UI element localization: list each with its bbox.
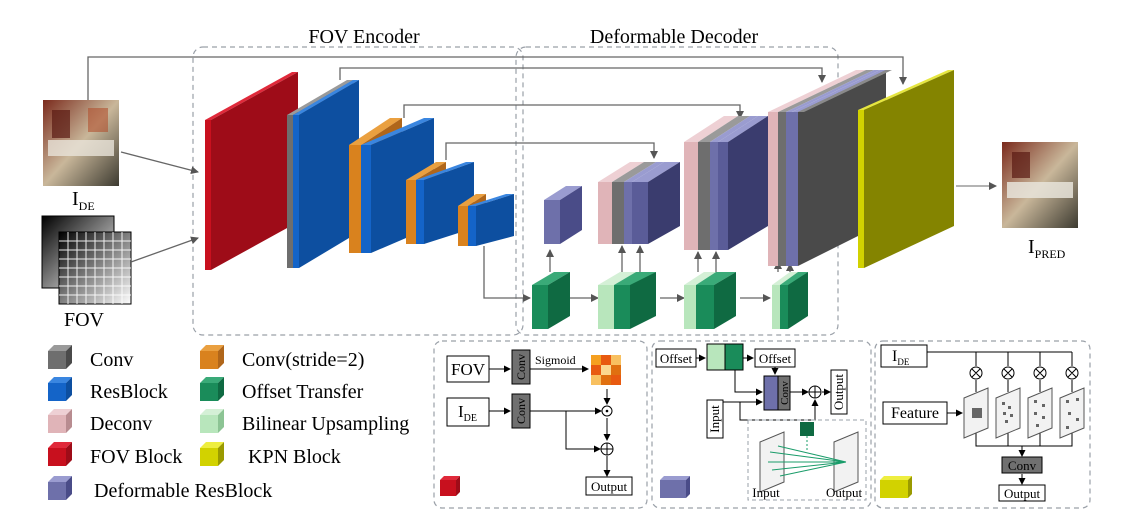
svg-text:FOV Block: FOV Block xyxy=(90,446,182,468)
input-arrows xyxy=(120,151,199,263)
skip-connections xyxy=(87,56,907,160)
offset-transfer-2 xyxy=(598,272,656,329)
svg-text:Offset: Offset xyxy=(759,351,792,366)
fov-map xyxy=(41,215,132,305)
kpn-kernel-maps xyxy=(963,387,1085,439)
svg-text:Output: Output xyxy=(591,479,628,494)
svg-text:Output: Output xyxy=(831,374,846,411)
svg-text:Deformable ResBlock: Deformable ResBlock xyxy=(94,480,272,502)
kpn-block xyxy=(858,70,954,268)
decoder-deformable-1 xyxy=(544,186,582,244)
offset-transfer-1 xyxy=(532,272,570,329)
svg-text:Feature: Feature xyxy=(891,405,939,422)
svg-text:Output: Output xyxy=(1004,486,1041,501)
offset-transfer-3 xyxy=(684,272,736,329)
svg-text:Input: Input xyxy=(707,405,722,433)
encoder-resblock-1 xyxy=(293,80,359,268)
legend-item-deconv: Deconv xyxy=(48,409,152,435)
sigmoid-map xyxy=(591,355,621,385)
offset-transfer-4 xyxy=(772,272,808,329)
svg-text:Conv: Conv xyxy=(90,349,133,371)
fov-block-detail: FOV Conv Sigmoid IDE Conv xyxy=(433,340,648,509)
svg-text:ResBlock: ResBlock xyxy=(90,381,168,403)
svg-text:Sigmoid: Sigmoid xyxy=(535,353,576,367)
encoder-resblock-4 xyxy=(468,194,514,246)
encoder-box xyxy=(192,46,524,336)
svg-text:Deconv: Deconv xyxy=(90,413,152,435)
svg-text:Output: Output xyxy=(826,485,863,500)
svg-text:IDE: IDE xyxy=(892,348,910,367)
svg-text:Input: Input xyxy=(752,485,780,500)
output-image xyxy=(1002,142,1078,228)
svg-text:Offset: Offset xyxy=(660,351,693,366)
svg-text:Conv: Conv xyxy=(514,354,528,380)
legend: Conv ResBlock Deconv FOV Block Deformabl… xyxy=(48,345,409,502)
svg-text:Conv: Conv xyxy=(1008,458,1037,473)
legend-item-conv-stride: Conv(stride=2) xyxy=(200,345,364,371)
svg-text:Conv: Conv xyxy=(514,398,528,424)
input-image xyxy=(43,100,119,186)
decoder-stage-3 xyxy=(684,116,768,250)
up-arrows xyxy=(546,245,794,272)
decoder-stage-2 xyxy=(598,162,680,244)
legend-item-resblock: ResBlock xyxy=(48,377,168,403)
legend-item-kpn-block: KPN Block xyxy=(200,442,341,468)
decoder-title: Deformable Decoder xyxy=(590,26,759,48)
fov-label: FOV xyxy=(64,309,105,331)
svg-text:Conv(stride=2): Conv(stride=2) xyxy=(242,349,364,371)
input-image-label: IDE xyxy=(72,188,95,213)
svg-text:KPN Block: KPN Block xyxy=(248,446,341,468)
fov-block xyxy=(205,72,298,270)
legend-item-conv: Conv xyxy=(48,345,133,371)
svg-text:Bilinear Upsampling: Bilinear Upsampling xyxy=(242,413,409,435)
svg-text:FOV: FOV xyxy=(451,360,486,379)
output-image-label: IPRED xyxy=(1028,236,1066,261)
offset-path-arrows xyxy=(483,246,771,302)
legend-item-offset-transfer: Offset Transfer xyxy=(200,377,364,403)
legend-item-fov-block: FOV Block xyxy=(48,442,182,468)
legend-item-bilinear-upsampling: Bilinear Upsampling xyxy=(200,409,409,435)
deformable-detail: Offset Offset Conv Output Input xyxy=(651,340,872,509)
svg-text:IDE: IDE xyxy=(458,402,477,424)
kpn-detail: IDE Feature xyxy=(874,340,1091,509)
legend-item-deformable-resblock: Deformable ResBlock xyxy=(48,476,272,502)
kpn-multiply-nodes xyxy=(969,366,1079,380)
svg-text:Offset Transfer: Offset Transfer xyxy=(242,381,364,403)
encoder-title: FOV Encoder xyxy=(308,26,420,48)
svg-text:Conv: Conv xyxy=(779,381,791,405)
